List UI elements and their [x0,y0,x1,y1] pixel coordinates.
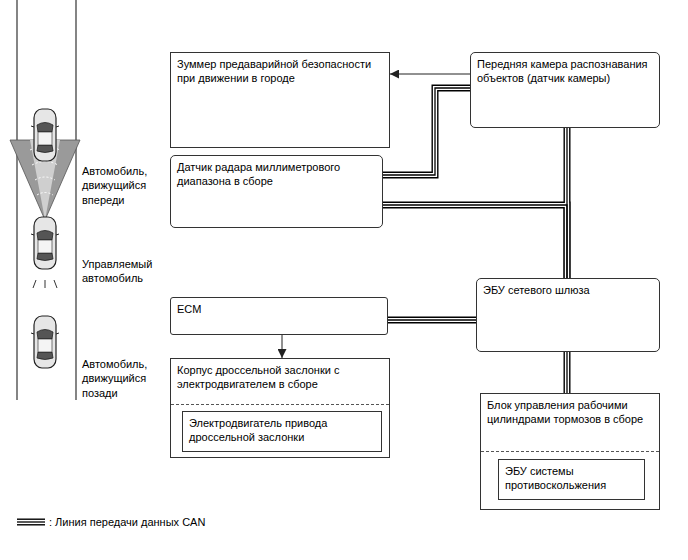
component-name: Электродвигатель привода дроссельной зас… [183,412,381,449]
car-behind [31,316,59,368]
can-line [564,352,571,393]
section-divider [481,451,659,452]
component-box: Корпус дроссельной заслонки с электродви… [170,358,390,458]
signal-arrow [390,74,470,75]
component-box: ЭБУ сетевого шлюза [476,278,660,352]
signal-arrow [282,335,283,358]
component-box: Датчик радара миллиметрового диапазона в… [170,155,383,228]
legend-sample [17,517,47,527]
component-name: Блок управления рабочими цилиндрами торм… [481,394,659,431]
can-line [383,88,470,175]
can-line [566,352,567,393]
component-name: ECM [171,298,387,320]
component-box: Передняя камера распознавания объектов (… [470,52,660,128]
vehicle-label: Автомобиль, движущийся позади [82,357,164,400]
component-name: Датчик радара миллиметрового диапазона в… [171,156,382,193]
road-edge [75,0,76,400]
can-line [383,205,567,278]
component-name: ЭБУ сетевого шлюза [477,279,659,301]
can-line [388,319,476,320]
road-edge [16,0,17,400]
can-line [383,88,470,175]
component-name: Передняя камера распознавания объектов (… [471,53,659,90]
component-box: ECM [170,297,388,335]
own-car [31,217,59,269]
component-box: Блок управления рабочими цилиндрами торм… [480,393,660,510]
component-name: ЭБУ системы противоскольжения [499,460,644,497]
component-name: Корпус дроссельной заслонки с электродви… [171,359,389,396]
legend-text: : Линия передачи данных CAN [49,516,205,528]
can-line [383,88,470,175]
car-ahead [31,109,59,161]
can-line [383,205,567,278]
can-line [383,205,567,278]
can-line [565,352,569,393]
component-box: ЭБУ системы противоскольжения [498,459,645,500]
vehicle-label: Автомобиль, движущийся впереди [82,164,164,207]
can-line [388,317,476,324]
vehicle-label: Управляемый автомобиль [82,257,164,286]
component-box: Электродвигатель привода дроссельной зас… [182,411,382,452]
component-name: Зуммер предаварийной безопасности при дв… [171,53,389,90]
section-divider [171,404,389,405]
component-box: Зуммер предаварийной безопасности при дв… [170,52,390,148]
motion-marks [33,280,57,288]
legend-item: : Линия передачи данных CAN [17,516,205,528]
can-line [388,318,476,322]
